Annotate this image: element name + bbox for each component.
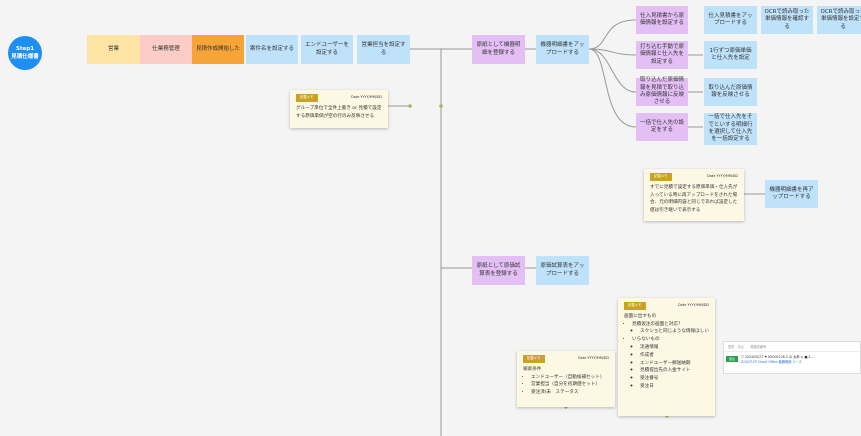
manual-input-box[interactable]: 1行ずつ原価単価と仕入先を設定 — [704, 41, 757, 69]
branch-quote-info-box[interactable]: 仕入見積書から原価情報を設定する — [636, 6, 688, 34]
ocr-check-box[interactable]: OCRで読み取った単価情報を確認する — [761, 6, 813, 34]
memo-tag: 記載メモ — [624, 302, 646, 310]
memo-item: スクショと同じような情報ほしい — [640, 328, 709, 336]
memo-heading: 検索条件 — [523, 366, 542, 372]
sales-box[interactable]: 営業 — [87, 35, 140, 64]
memo-item: 受注番号 — [640, 375, 709, 383]
memo-item: エンドユーザー（自動候補セット） — [531, 374, 609, 382]
memo-body: すでに見積で設定する原価単価・仕入先が入っている時に再アップロードをされた場合、… — [650, 184, 738, 214]
set-end-user-box[interactable]: エンドユーザーを設定する — [301, 35, 353, 64]
memo-item: 受注済/未 ステータス — [531, 389, 609, 397]
memo-note-display-items[interactable]: 記載メモ Date YYYY/MM/DD 画面に出すもの 見積仮注の画面と対応？… — [618, 298, 715, 416]
memo-item: 見積提出先の入金サイト — [640, 367, 709, 375]
branch-capture-box[interactable]: 取り込んだ原価情報を見積で取り込み原価情報に反映させる — [636, 77, 688, 106]
card-link[interactable]: ZGI/CP-CP Cloud Office 機器明細 リース — [741, 360, 802, 364]
step-title: 見積仕様書 — [11, 54, 39, 60]
memo-item: 営業担当（自分を初期値セット） — [531, 381, 609, 389]
upload-equipment-box[interactable]: 機器明細書をアップロードする — [536, 35, 589, 64]
card-header: 見学 中止 見積書番号 — [724, 342, 860, 352]
memo-item: エンドユーザー郵送納期 — [640, 360, 709, 368]
upload-estimate-box[interactable]: 原価試算表をアップロードする — [536, 256, 589, 285]
step-label: Step1 — [15, 46, 35, 52]
memo-date: Date YYYY/MM/DD — [351, 95, 382, 99]
ocr-set-box[interactable]: OCRで読み取った単価情報を設定する — [817, 6, 861, 34]
step1-circle[interactable]: Step1 見積仕様書 — [8, 36, 42, 70]
memo-item: 作成者 — [640, 352, 709, 360]
reflect-captured-box[interactable]: 取り込んだ原価情報を反映させる — [704, 78, 757, 106]
memo-group: いらないもの — [632, 337, 660, 343]
register-equipment-box[interactable]: 原紙として機器明細を登録する — [472, 35, 525, 64]
memo-group: 見積仮注の画面と対応？ — [632, 321, 683, 327]
memo-item: 流通情報 — [640, 344, 709, 352]
set-sales-person-box[interactable]: 営業担当を設定する — [357, 35, 410, 64]
memo-tag: 記載メモ — [296, 94, 318, 102]
upload-quote-doc-box[interactable]: 仕入見積書をアップロードする — [704, 6, 757, 34]
screenshot-card[interactable]: 見学 中止 見積書番号 受注 ☐ 2024/05/27 ⚑ NY000128-3… — [723, 341, 861, 374]
memo-note-group-overwrite[interactable]: 記載メモ Date YYYY/MM/DD グループ単位で全件上書き or 見積で… — [290, 90, 388, 128]
quote-start-box[interactable]: 見積作成開始した — [192, 35, 244, 64]
memo-note-reupload[interactable]: 記載メモ Date YYYY/MM/DD すでに見積で設定する原価単価・仕入先が… — [644, 169, 744, 221]
memo-tag: 記載メモ — [650, 173, 672, 181]
cost-mgmt-box[interactable]: 仕業務管理 — [140, 35, 192, 64]
upload-equipment-again-box[interactable]: 機器明細書を再アップロードする — [765, 180, 818, 208]
memo-heading: 画面に出すもの — [624, 313, 657, 319]
memo-date: Date YYYY/MM/DD — [707, 174, 738, 178]
card-line: ☐ 2024/05/27 ⚑ NY000128-3 ☺ 太郎 ◎ ■ 2,... — [741, 355, 815, 359]
branch-bulk-supplier-box[interactable]: 一括で仕入先の設定をする — [636, 113, 688, 141]
card-badge: 受注 — [726, 356, 739, 362]
memo-item: 受注日 — [640, 383, 709, 391]
bulk-select-box[interactable]: 一括で仕入先をそでといする明細行を選択して仕入先を一括設定する — [704, 113, 757, 145]
memo-date: Date YYYY/MM/DD — [678, 303, 709, 307]
memo-date: Date YYYY/MM/DD — [578, 356, 609, 360]
memo-note-search-conditions[interactable]: 記載メモ Date YYYY/MM/DD 検索条件 エンドユーザー（自動候補セッ… — [517, 351, 615, 407]
memo-tag: 記載メモ — [523, 355, 545, 363]
memo-body: グループ単位で全件上書き or 見積で設定する原価単価が空の行のみ反映させる — [296, 105, 382, 119]
register-estimate-box[interactable]: 原紙として原価試算表を登録する — [472, 256, 525, 285]
branch-manual-box[interactable]: 打ち込む手動で原価情報と仕入先を設定する — [636, 41, 688, 69]
set-item-name-box[interactable]: 案件名を設定する — [246, 35, 298, 64]
